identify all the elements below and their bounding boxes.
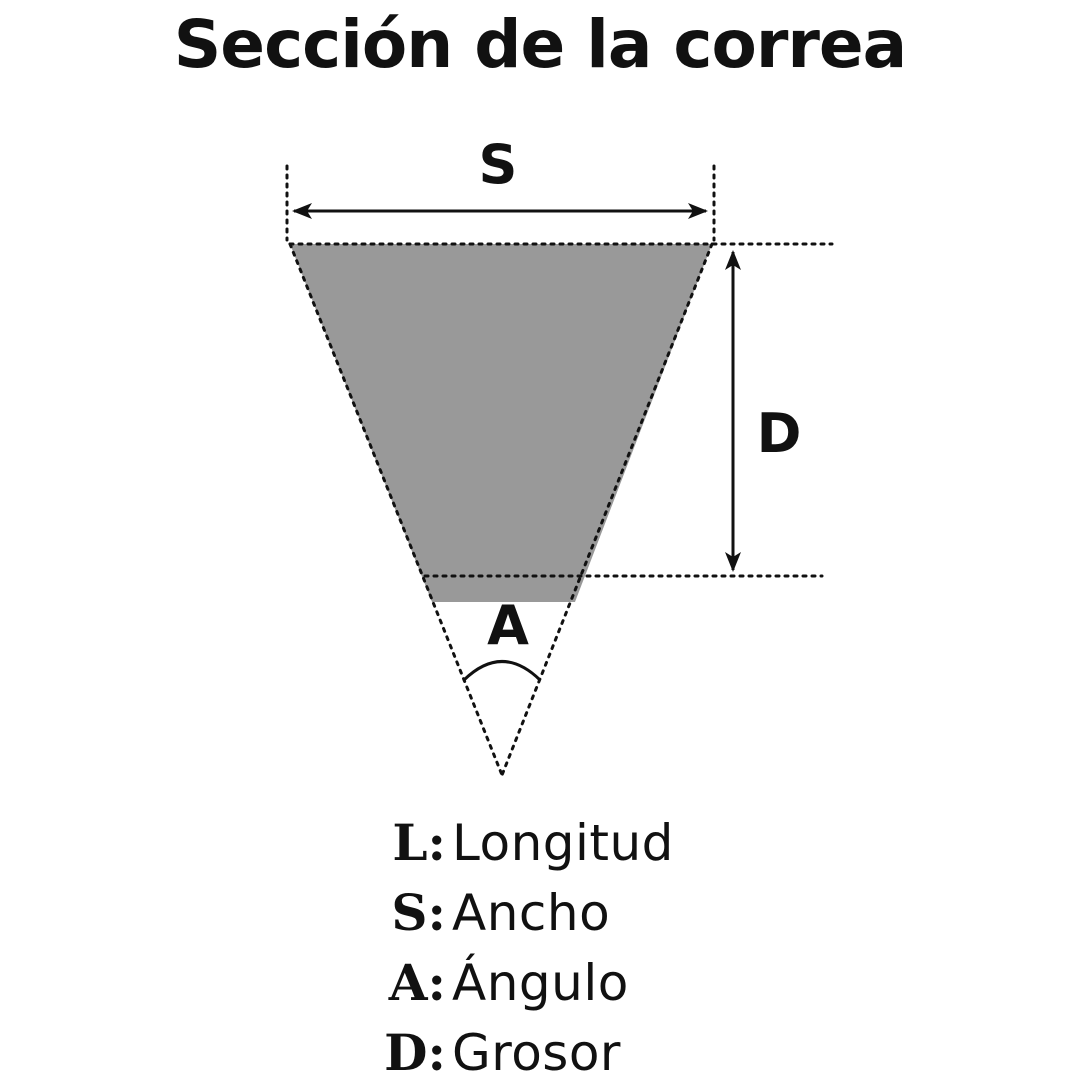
legend-value: Grosor bbox=[452, 1024, 621, 1082]
legend-value: Longitud bbox=[452, 814, 674, 872]
angle-label: A bbox=[487, 594, 529, 657]
thickness-label: D bbox=[757, 402, 802, 465]
legend-item-longitud: L: Longitud bbox=[0, 808, 1080, 878]
legend-item-ancho: S: Ancho bbox=[0, 878, 1080, 948]
legend-item-angulo: A: Ángulo bbox=[0, 948, 1080, 1018]
angle-arc bbox=[462, 660, 542, 682]
legend-key: D: bbox=[384, 1023, 446, 1082]
diagram-title: Sección de la correa bbox=[173, 6, 907, 83]
legend-value: Ángulo bbox=[452, 954, 629, 1012]
legend-key: S: bbox=[391, 883, 446, 942]
belt-trapezoid bbox=[290, 244, 712, 602]
legend-key: A: bbox=[388, 953, 446, 1012]
legend-key: L: bbox=[392, 813, 446, 872]
right-side-dotted-line bbox=[500, 242, 714, 777]
left-side-dotted-line bbox=[288, 242, 504, 777]
legend-item-grosor: D: Grosor bbox=[0, 1018, 1080, 1088]
legend-value: Ancho bbox=[452, 884, 611, 942]
width-label: S bbox=[479, 133, 518, 196]
